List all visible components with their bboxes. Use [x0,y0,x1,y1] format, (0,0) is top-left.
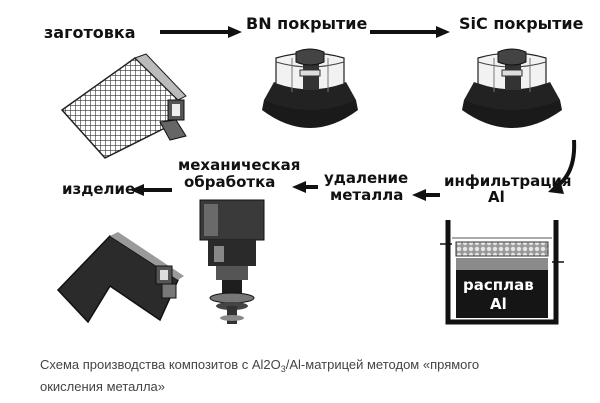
step-product-label: изделие [62,180,135,198]
sic-coating-apparatus-illustration [462,48,562,128]
step-infiltration-label-line1: инфильтрация [444,172,572,190]
crucible-molten-al-illustration [440,220,564,325]
step-metal-removal-label-line1: удаление [324,169,408,187]
bn-coating-apparatus-illustration [262,48,358,128]
preform-mesh-illustration [60,53,187,159]
caption-line-1-end: /Al-матрицей методом «прямого [285,357,480,372]
caption-line-1-start: Схема производства композитов с Al2O [40,357,281,372]
arrow-sic-to-infiltration [548,139,577,194]
step-metal-removal-label-line2: металла [330,186,403,204]
arrow-removal-to-machining [292,181,318,193]
machining-spindle-illustration [199,199,265,324]
step-preform-label: заготовка [44,23,136,42]
step-infiltration-label-line2: Al [488,188,505,206]
step-sic-coating-label: SiC покрытие [459,14,584,33]
crucible-label-line2: Al [490,295,507,313]
arrow-machining-to-product [130,184,172,196]
arrow-infiltration-to-removal [412,189,440,201]
caption-subscript: 3 [280,364,286,374]
crucible-label-line1: расплав [463,276,534,294]
step-machining-label-line2: обработка [184,173,275,191]
caption-line-1: Схема производства композитов с Al2O3/Al… [40,356,595,378]
figure-caption: Схема производства композитов с Al2O3/Al… [40,356,595,395]
caption-line-2: окисления металла» [40,379,165,394]
product-shell-illustration [56,232,184,324]
step-machining-label-line1: механическая [178,156,300,174]
step-bn-coating-label: BN покрытие [246,14,367,33]
arrow-preform-to-bn [160,26,242,38]
arrow-bn-to-sic [370,26,450,38]
